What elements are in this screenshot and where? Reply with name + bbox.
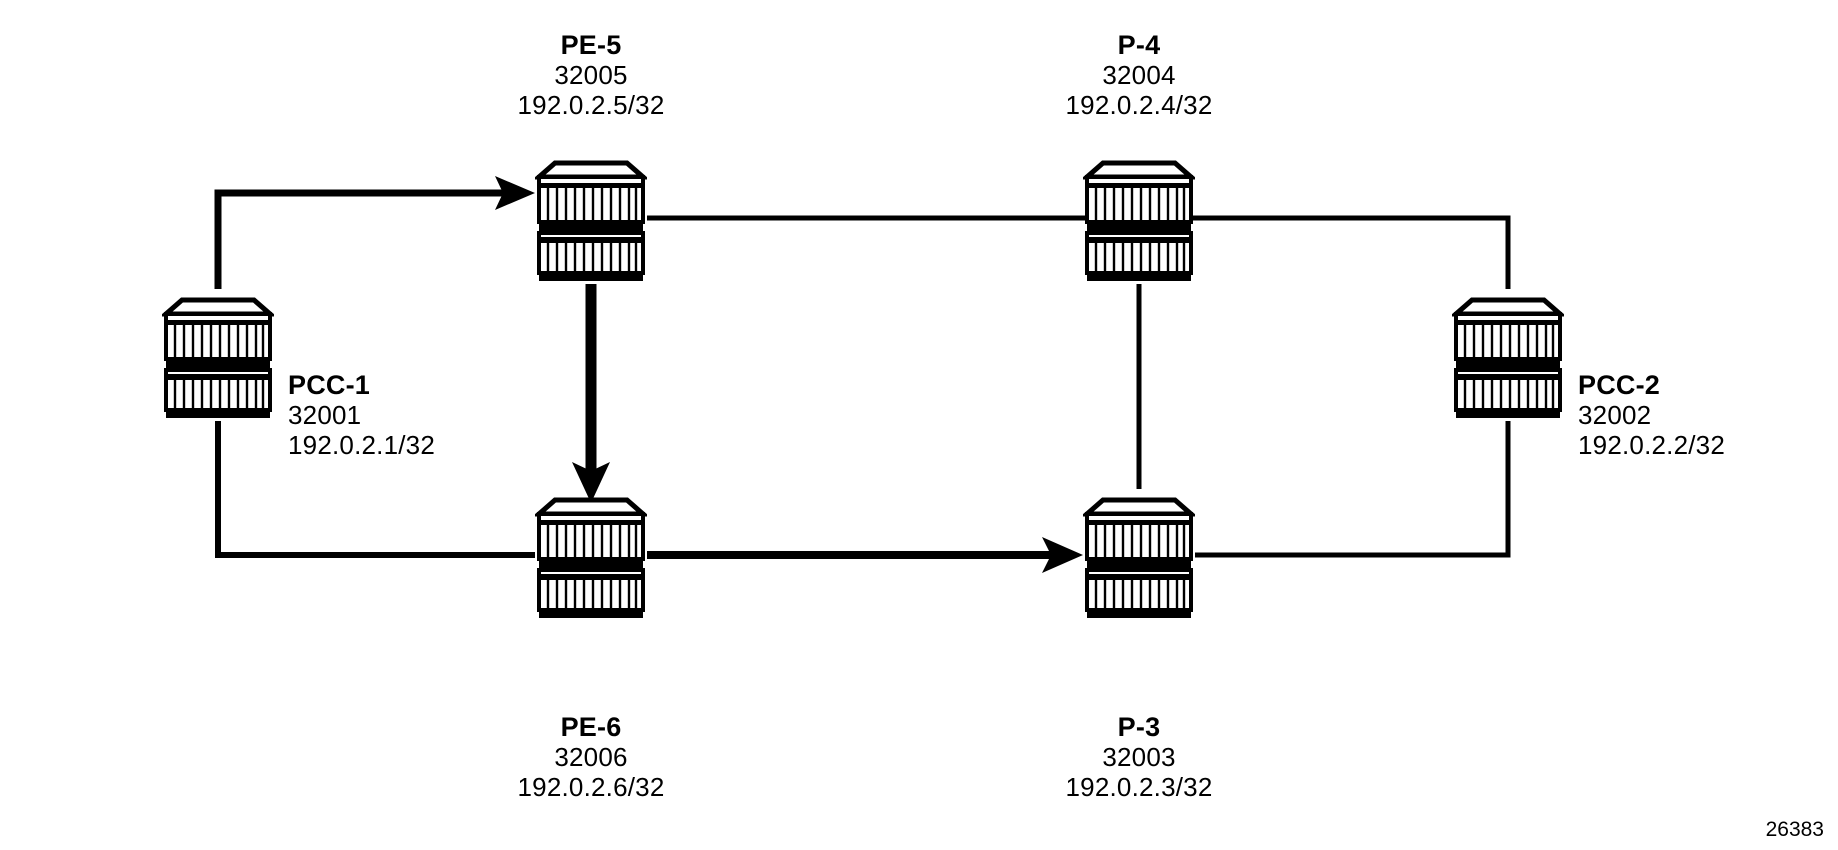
node-address-pe5: 192.0.2.5/32 bbox=[517, 89, 665, 120]
router-icon bbox=[535, 160, 647, 281]
node-asn-p3: 32003 bbox=[1102, 742, 1176, 773]
router-icon-p3[interactable] bbox=[1083, 489, 1195, 621]
router-icon bbox=[1452, 297, 1564, 418]
link-p3-pcc2 bbox=[1195, 421, 1511, 558]
arrowhead-into-pe5 bbox=[495, 176, 535, 210]
node-asn-pe5: 32005 bbox=[554, 60, 628, 91]
router-icon-pe6[interactable] bbox=[535, 489, 647, 621]
link-pe6-p3 bbox=[647, 537, 1083, 573]
arrowhead-into-p3 bbox=[1042, 537, 1083, 573]
arrowhead-into-pe6 bbox=[572, 462, 610, 503]
link-pcc1-pe6 bbox=[215, 421, 535, 558]
node-address-pe6: 192.0.2.6/32 bbox=[517, 771, 665, 802]
node-name-pe5: PE-5 bbox=[560, 30, 622, 60]
router-icon-pcc1[interactable] bbox=[162, 289, 274, 421]
node-address-pcc2: 192.0.2.2/32 bbox=[1578, 429, 1725, 460]
node-address-pcc1: 192.0.2.1/32 bbox=[288, 429, 435, 460]
node-asn-p4: 32004 bbox=[1102, 60, 1176, 91]
node-label-pcc1: PCC-1 32001 192.0.2.1/32 bbox=[288, 370, 435, 461]
router-icon bbox=[1083, 160, 1195, 281]
link-p4-pcc2 bbox=[1139, 215, 1511, 289]
node-label-p3: P-3 32003 192.0.2.3/32 bbox=[1066, 712, 1213, 803]
node-label-pe6: PE-6 32006 192.0.2.6/32 bbox=[518, 712, 665, 803]
node-name-p3: P-3 bbox=[1117, 712, 1161, 742]
router-icon-pe5[interactable] bbox=[535, 152, 647, 284]
router-icon bbox=[162, 297, 274, 418]
router-icon-p4[interactable] bbox=[1083, 152, 1195, 284]
node-name-pe6: PE-6 bbox=[560, 712, 622, 742]
figure-number: 26383 bbox=[1765, 818, 1824, 841]
node-asn-pe6: 32006 bbox=[554, 742, 628, 773]
node-name-pcc1: PCC-1 bbox=[288, 370, 371, 400]
node-label-p4: P-4 32004 192.0.2.4/32 bbox=[1066, 30, 1213, 121]
node-asn-pcc1: 32001 bbox=[288, 400, 362, 431]
router-icon-pcc2[interactable] bbox=[1452, 289, 1564, 421]
router-icon bbox=[1083, 497, 1195, 618]
node-address-p3: 192.0.2.3/32 bbox=[1065, 771, 1213, 802]
node-address-p4: 192.0.2.4/32 bbox=[1065, 89, 1213, 120]
link-pe5-pe6 bbox=[572, 284, 610, 503]
link-pcc1-pe5 bbox=[214, 176, 535, 289]
node-name-pcc2: PCC-2 bbox=[1578, 370, 1661, 400]
node-label-pe5: PE-5 32005 192.0.2.5/32 bbox=[518, 30, 665, 121]
node-name-p4: P-4 bbox=[1117, 30, 1161, 60]
node-label-pcc2: PCC-2 32002 192.0.2.2/32 bbox=[1578, 370, 1725, 461]
router-icon bbox=[535, 497, 647, 618]
node-asn-pcc2: 32002 bbox=[1578, 400, 1652, 431]
